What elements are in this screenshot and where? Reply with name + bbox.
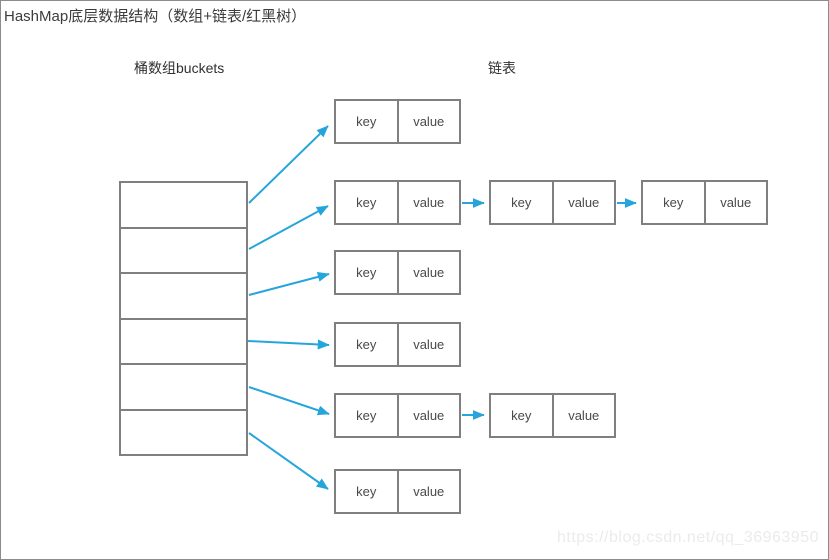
buckets-label: 桶数组buckets <box>134 60 225 76</box>
bucket-array <box>119 181 248 456</box>
value-cell: value <box>413 337 445 352</box>
kv-node: key value <box>334 469 461 514</box>
arrow-bucket5-to-node <box>248 386 330 416</box>
arrow-bucket3-to-node <box>248 272 330 296</box>
kv-node: key value <box>334 99 461 144</box>
kv-node: key value <box>641 180 768 225</box>
arrow-bucket4-to-node <box>247 339 330 350</box>
bucket-cell <box>121 229 246 274</box>
key-cell: key <box>336 471 399 512</box>
bucket-cell <box>121 411 246 455</box>
key-cell: key <box>491 182 554 223</box>
kv-node: key value <box>334 250 461 295</box>
kv-node: key value <box>334 180 461 225</box>
arrow-bucket6-to-node <box>248 432 329 490</box>
value-cell: value <box>568 195 600 210</box>
key-cell: key <box>491 395 554 436</box>
value-cell: value <box>413 265 445 280</box>
watermark: https://blog.csdn.net/qq_36963950 <box>556 529 819 546</box>
arrow-bucket1-to-node <box>248 125 329 204</box>
kv-node: key value <box>334 322 461 367</box>
key-cell: key <box>643 182 706 223</box>
kv-node: key value <box>489 393 616 438</box>
key-cell: key <box>336 395 399 436</box>
bucket-cell <box>121 183 246 229</box>
arrow-bucket2-to-node <box>248 205 329 250</box>
value-cell: value <box>568 408 600 423</box>
bucket-cell <box>121 274 246 320</box>
kv-node: key value <box>489 180 616 225</box>
value-cell: value <box>720 195 752 210</box>
key-cell: key <box>336 324 399 365</box>
bucket-cell <box>121 320 246 365</box>
key-cell: key <box>336 101 399 142</box>
value-cell: value <box>413 195 445 210</box>
kv-node: key value <box>334 393 461 438</box>
linked-list-label: 链表 <box>488 60 516 76</box>
value-cell: value <box>413 408 445 423</box>
value-cell: value <box>413 484 445 499</box>
bucket-cell <box>121 365 246 411</box>
value-cell: value <box>413 114 445 129</box>
page-title: HashMap底层数据结构（数组+链表/红黑树） <box>4 8 307 25</box>
key-cell: key <box>336 182 399 223</box>
key-cell: key <box>336 252 399 293</box>
